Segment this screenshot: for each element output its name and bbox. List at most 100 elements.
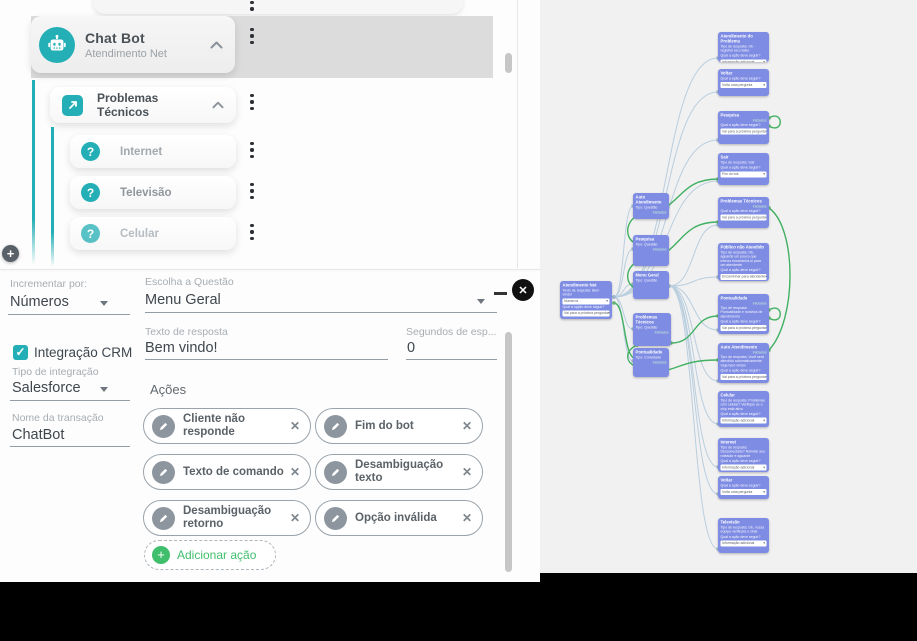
kebab-menu-icon[interactable] [246, 28, 258, 45]
remove-action-icon[interactable]: ✕ [289, 419, 300, 433]
tree-node-internet[interactable]: ? Internet [70, 135, 236, 168]
flow-node-select[interactable]: Vai para a próxima pergunta▾ [720, 325, 767, 332]
question-select-label: Escolha a Questão [145, 276, 234, 288]
kebab-menu-icon[interactable] [246, 142, 258, 159]
kebab-menu-icon[interactable] [246, 224, 258, 241]
tree-node-televisao[interactable]: ? Televisão [70, 176, 236, 209]
action-chip-texto-de-comando[interactable]: Texto de comando ✕ [143, 454, 311, 490]
chevron-up-icon[interactable] [212, 96, 224, 114]
flow-node-badge: Iniciados [652, 248, 667, 252]
remove-action-icon[interactable]: ✕ [461, 419, 472, 433]
action-chip-opcao-invalida[interactable]: Opção inválida ✕ [315, 500, 483, 536]
flow-node-title: Público não Atendido [720, 244, 765, 250]
crm-checkbox-label: Integração CRM [34, 345, 133, 360]
input-underline [145, 312, 497, 313]
action-chip-fim-do-bot[interactable]: Fim do bot ✕ [315, 408, 483, 444]
transaction-name-input[interactable]: ChatBot [12, 427, 65, 443]
flow-node-title: Voltar [720, 477, 733, 483]
flow-node-select[interactable]: Volta uma pergunta▾ [720, 82, 767, 89]
form-scrollbar-thumb[interactable] [505, 332, 512, 572]
tree-node-label: Celular [120, 227, 159, 240]
pencil-icon [152, 460, 175, 484]
flow-node-select[interactable]: Informação adicional▾ [720, 417, 767, 424]
chevron-up-icon[interactable] [210, 36, 223, 54]
flow-node-select[interactable]: Vai para a próxima pergunta▾ [720, 128, 767, 135]
flow-node-text: Qual a ação deve seguir? [720, 459, 761, 463]
kebab-menu-icon[interactable] [246, 94, 258, 111]
chevron-down-icon[interactable] [100, 301, 108, 306]
flow-node-select[interactable]: Informação adicional▾ [720, 540, 767, 547]
flow-node-select[interactable]: Informação adicional▾ [720, 59, 767, 62]
kebab-menu-icon[interactable] [246, 1, 258, 11]
crm-checkbox[interactable]: ✓ [13, 345, 28, 360]
flow-node-badge: Iniciados [752, 301, 767, 306]
chevron-down-icon[interactable] [100, 387, 108, 392]
flow-node-text: Qual a ação deve seguir? [720, 209, 761, 213]
chevron-down-icon[interactable] [477, 299, 485, 304]
flow-node-select[interactable]: Fim do bot▾ [720, 171, 767, 178]
flow-node-title: Problemas Técnicos [720, 198, 762, 204]
action-chip-desambiguacao-texto[interactable]: Desambiguação texto ✕ [315, 454, 483, 490]
question-select[interactable]: Menu Geral [145, 292, 221, 308]
remove-action-icon[interactable]: ✕ [289, 511, 300, 525]
tree-node-problemas-tecnicos[interactable]: Problemas Técnicos [50, 87, 236, 123]
integration-type-select[interactable]: Salesforce [12, 380, 81, 396]
question-icon: ? [81, 183, 100, 202]
remove-action-icon[interactable]: ✕ [289, 465, 300, 479]
remove-action-icon[interactable]: ✕ [461, 511, 472, 525]
kebab-menu-icon[interactable] [246, 183, 258, 200]
flow-node-select[interactable]: Informação adicional▾ [720, 464, 767, 471]
pencil-icon [152, 506, 175, 530]
tree-node-label: Televisão [120, 186, 172, 199]
close-panel-button[interactable]: ✕ [512, 279, 534, 301]
wait-seconds-input[interactable]: 0 [407, 340, 416, 356]
action-chip-desambiguacao-retorno[interactable]: Desambiguação retorno ✕ [143, 500, 311, 536]
add-action-button[interactable]: + Adicionar ação [144, 540, 276, 570]
action-chip-cliente-nao-responde[interactable]: Cliente não responde ✕ [143, 408, 311, 444]
flow-node-text: Qual a ação deve seguir? [720, 166, 761, 170]
flow-node-select[interactable]: Vai para a próxima pergunta▾ [720, 374, 767, 381]
panel-divider [0, 269, 540, 270]
increment-select[interactable]: Números [10, 294, 69, 310]
add-node-button[interactable]: + [2, 245, 19, 262]
tree-node-celular[interactable]: ? Celular [70, 217, 236, 250]
flow-node-text: Tipo de resposta: Você será atendido aut… [720, 355, 764, 368]
flow-node-select[interactable]: Vai para a próxima pergunta▾ [562, 310, 610, 317]
flow-node-title: Problemas Técnicos [635, 314, 658, 325]
flow-node-select[interactable]: Números▾ [562, 298, 610, 305]
remove-action-icon[interactable]: ✕ [461, 465, 472, 479]
flow-node-title: Celular [720, 392, 735, 398]
flow-node-select[interactable]: Volta uma pergunta▾ [720, 489, 767, 496]
tree-node-chatbot[interactable]: Chat Bot Atendimento Net [31, 16, 235, 73]
action-chip-label: Cliente não responde [183, 413, 245, 438]
input-underline [145, 359, 388, 360]
external-link-icon [62, 94, 83, 116]
flow-node-select[interactable]: Vai para a próxima pergunta▾ [720, 214, 767, 221]
flow-node-select[interactable]: Encaminhar para atendente▾ [720, 273, 767, 280]
flow-node-badge: Iniciados [752, 118, 767, 123]
minimize-panel-button[interactable] [494, 292, 507, 295]
wait-seconds-label: Segundos de esp... [406, 326, 497, 338]
question-icon: ? [81, 224, 100, 243]
tree-scrollbar-thumb[interactable] [505, 53, 512, 73]
response-text-input[interactable]: Bem vindo! [145, 340, 218, 356]
